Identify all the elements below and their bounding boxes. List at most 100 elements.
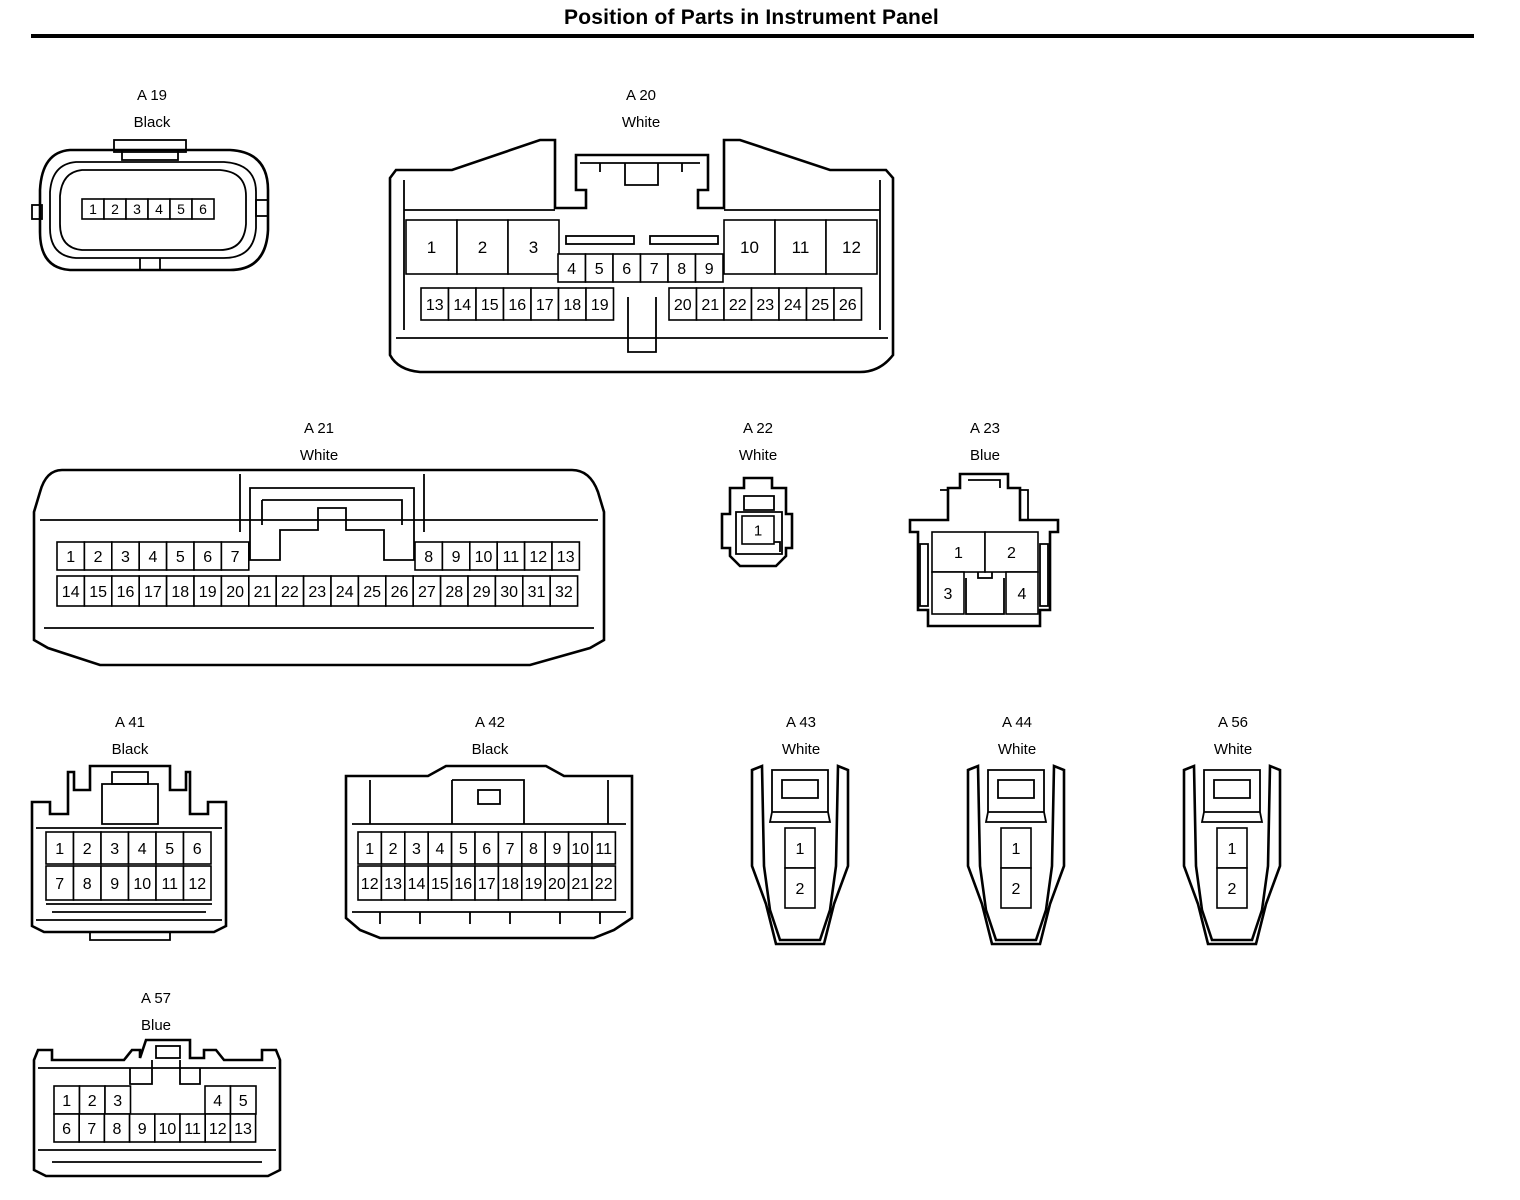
a42-pin-12-label: 12 <box>361 876 379 893</box>
a23-pin-3-label: 3 <box>944 586 953 603</box>
a20-pin-13-label: 13 <box>426 297 444 314</box>
a20-pin-4-label: 4 <box>567 261 576 278</box>
a21-pin-21-cell <box>248 575 278 607</box>
a21-pin-17-label: 17 <box>144 584 162 601</box>
a21-pin-31-label: 31 <box>528 584 546 601</box>
a57-pin-11-label: 11 <box>184 1121 201 1138</box>
a41-pin-8-label: 8 <box>83 876 92 893</box>
a20-pin-9-label: 9 <box>705 261 714 278</box>
a21-pin-1-label: 1 <box>66 549 75 566</box>
a42-pin-1-label: 1 <box>365 841 374 858</box>
a21-pin-29-cell <box>467 575 497 607</box>
a21-pin-7-cell <box>220 541 250 571</box>
a21-pin-22-cell <box>275 575 305 607</box>
a57-pin-13-label: 13 <box>234 1121 252 1138</box>
a21-pin-32-cell <box>549 575 579 607</box>
a20-pin-3-cell <box>507 219 560 275</box>
a21-pin-8-label: 8 <box>424 549 433 566</box>
a20-pin-20-label: 20 <box>674 297 692 314</box>
a20-pin-25-cell <box>805 287 835 321</box>
a21-pin-25-cell <box>357 575 387 607</box>
a21-pin-10-cell <box>468 541 498 571</box>
a42-pin-11-cell <box>591 831 617 865</box>
a42-pin-2-label: 2 <box>389 841 398 858</box>
a43-pin-1-label: 1 <box>796 841 805 858</box>
a22-pin-1-label: 1 <box>754 522 762 539</box>
a21-pin-13-label: 13 <box>557 549 575 566</box>
a20-pin-2-label: 2 <box>478 238 487 257</box>
a21-pin-4-label: 4 <box>148 549 157 566</box>
a21-pin-16-label: 16 <box>117 584 135 601</box>
a42-pin-7-label: 7 <box>506 841 515 858</box>
a41-pin-11-label: 11 <box>161 876 178 893</box>
a21-pin-9-label: 9 <box>452 549 461 566</box>
a42-pin-14-label: 14 <box>408 876 426 893</box>
a20-pin-17-label: 17 <box>536 297 554 314</box>
a20-pin-26-label: 26 <box>839 297 857 314</box>
connector-a22: 1 <box>720 476 794 568</box>
a20-pin-12-cell <box>825 219 878 275</box>
a57-pin-3-cell <box>104 1085 132 1115</box>
a57-pin-5-label: 5 <box>239 1093 248 1110</box>
a41-pin-10-label: 10 <box>133 876 151 893</box>
a20-pin-24-cell <box>778 287 808 321</box>
a20-pin-10-label: 10 <box>740 238 759 257</box>
a19-pin-6-label: 6 <box>199 201 207 217</box>
a21-pin-26-cell <box>384 575 414 607</box>
a57-pin-12-cell <box>204 1113 232 1143</box>
a20-pin-7-cell <box>639 253 669 283</box>
a57-pin-8-cell <box>103 1113 131 1143</box>
a21-pin-19-cell <box>193 575 223 607</box>
a21-pin-2-label: 2 <box>94 549 103 566</box>
a21-pin-17-cell <box>138 575 168 607</box>
a21-pin-13-cell <box>551 541 581 571</box>
a21-pin-11-cell <box>496 541 526 571</box>
a21-pin-30-cell <box>494 575 524 607</box>
a57-pin-4-label: 4 <box>213 1093 222 1110</box>
a20-pin-22-label: 22 <box>729 297 747 314</box>
a19-pin-5-label: 5 <box>177 201 185 217</box>
a20-pin-14-label: 14 <box>453 297 471 314</box>
a42-pin-10-label: 10 <box>571 841 589 858</box>
a21-pin-28-label: 28 <box>445 584 463 601</box>
a21-pin-3-cell <box>111 541 141 571</box>
a20-pin-15-label: 15 <box>481 297 499 314</box>
a42-pin-19-label: 19 <box>525 876 543 893</box>
a21-pin-29-label: 29 <box>473 584 491 601</box>
a21-pin-3-label: 3 <box>121 549 130 566</box>
a41-pin-6-label: 6 <box>193 841 202 858</box>
a21-pin-32-label: 32 <box>555 584 573 601</box>
a21-pin-10-label: 10 <box>475 549 493 566</box>
a21-pin-15-cell <box>83 575 113 607</box>
a21-pin-1-cell <box>56 541 86 571</box>
a44-pin-2-cell <box>1000 867 1032 909</box>
a20-pin-21-label: 21 <box>701 297 719 314</box>
a44-pin-1-cell <box>1000 827 1032 869</box>
a21-pin-23-label: 23 <box>308 584 326 601</box>
a20-pin-10-cell <box>723 219 776 275</box>
a19-pin-2-label: 2 <box>111 201 119 217</box>
a43-housing-outline <box>750 764 850 946</box>
a20-pin-6-label: 6 <box>622 261 631 278</box>
a42-pin-8-label: 8 <box>529 841 538 858</box>
connector-a56: 12 <box>1182 764 1282 946</box>
a20-pin-22-cell <box>723 287 753 321</box>
a42-pin-17-label: 17 <box>478 876 496 893</box>
a20-pin-13-cell <box>420 287 450 321</box>
a43-pin-1-cell <box>784 827 816 869</box>
a20-pin-11-label: 11 <box>792 238 810 257</box>
a41-pin-10-cell <box>127 865 157 901</box>
a21-pin-20-cell <box>220 575 250 607</box>
a57-pin-7-label: 7 <box>87 1121 96 1138</box>
a21-pin-26-label: 26 <box>391 584 409 601</box>
